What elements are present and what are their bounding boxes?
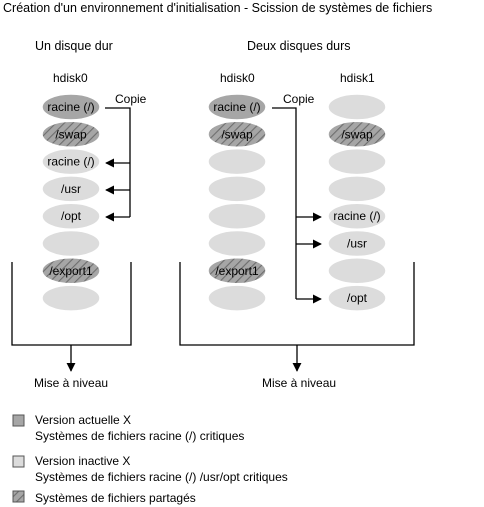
slice-current: [41, 93, 101, 121]
slice-shared: [327, 120, 387, 149]
slice-inactive: [327, 257, 387, 285]
disk-slice: /swap: [327, 120, 387, 149]
left-upgrade-box: [11, 262, 132, 372]
slice-label: racine (/): [333, 209, 380, 223]
right-disk0-label: hdisk0: [220, 71, 255, 85]
slice-label: /swap: [55, 127, 87, 141]
disk-slice: [41, 284, 101, 312]
legend: Version actuelle X Systèmes de fichiers r…: [12, 413, 288, 505]
legend-swatch-current: [12, 414, 25, 427]
disk-slice: /swap: [41, 120, 101, 149]
slice-shared: [207, 257, 267, 285]
slice-current: [207, 93, 267, 121]
slice-label: /swap: [341, 127, 373, 141]
right-hdisk1-stack: /swap racine (/) /usr/opt: [327, 93, 387, 312]
slice-label: /opt: [61, 209, 82, 223]
disk-slice: /opt: [41, 202, 101, 230]
slice-label: /swap: [221, 127, 253, 141]
slice-shared: [41, 257, 101, 285]
slice-inactive: [327, 93, 387, 121]
slice-inactive: [327, 284, 387, 312]
legend-text: Version actuelle X: [35, 413, 131, 427]
disk-slice: [327, 175, 387, 203]
slice-inactive: [207, 229, 267, 258]
disk-slice: /usr: [41, 175, 101, 203]
disk-slice: [207, 175, 267, 203]
slice-inactive: [327, 229, 387, 258]
disk-slice: [207, 229, 267, 258]
legend-item: Version inactive X Systèmes de fichiers r…: [12, 454, 288, 484]
disk-slice: /swap: [207, 120, 267, 149]
left-hdisk0-stack: racine (/) /swap racine (/) /usr/opt/export…: [41, 93, 101, 312]
slice-inactive: [41, 229, 101, 258]
slice-inactive: [327, 175, 387, 203]
legend-item: Version actuelle X Systèmes de fichiers r…: [12, 413, 244, 443]
disk-slice: [327, 147, 387, 176]
disk-slice: [327, 257, 387, 285]
slice-label: /export1: [49, 264, 93, 278]
legend-item: Systèmes de fichiers partagés: [12, 490, 196, 505]
slice-inactive: [41, 175, 101, 203]
slice-label: racine (/): [213, 100, 260, 114]
disk-slice: /opt: [327, 284, 387, 312]
left-disk-label: hdisk0: [53, 71, 88, 85]
disk-slice: racine (/): [41, 93, 101, 121]
right-hdisk0-stack: racine (/) /swap/export1: [207, 93, 267, 312]
left-panel-heading: Un disque dur: [35, 39, 113, 53]
legend-text: Systèmes de fichiers racine (/) /usr/opt…: [35, 470, 288, 484]
left-copy-connector: [105, 107, 131, 222]
disk-slice: /export1: [207, 257, 267, 285]
right-copy-label: Copie: [283, 92, 315, 106]
slice-inactive: [41, 284, 101, 312]
disk-slice: /export1: [41, 257, 101, 285]
left-upgrade-label: Mise à niveau: [34, 376, 108, 390]
disk-slice: [207, 202, 267, 230]
disk-slice: [327, 93, 387, 121]
legend-swatch-inactive: [12, 455, 25, 468]
legend-swatch-shared: [12, 490, 25, 503]
slice-shared: [207, 120, 267, 149]
disk-slice: /usr: [327, 229, 387, 258]
disk-slice: racine (/): [327, 202, 387, 230]
slice-shared: [41, 120, 101, 149]
disk-slice: racine (/): [41, 147, 101, 176]
right-copy-connector: [272, 107, 322, 304]
legend-text: Version inactive X: [35, 454, 130, 468]
diagram-title: Création d'un environnement d'initialisa…: [3, 1, 432, 15]
slice-inactive: [207, 284, 267, 312]
legend-text: Systèmes de fichiers racine (/) critique…: [35, 429, 244, 443]
right-upgrade-box: [179, 262, 415, 372]
legend-text: Systèmes de fichiers partagés: [35, 491, 196, 505]
slice-label: racine (/): [47, 100, 94, 114]
slice-label: /opt: [347, 291, 368, 305]
slice-inactive: [41, 202, 101, 230]
disk-slice: racine (/): [207, 93, 267, 121]
right-upgrade-label: Mise à niveau: [262, 376, 336, 390]
left-copy-label: Copie: [115, 92, 147, 106]
slice-label: /usr: [347, 237, 367, 251]
right-panel-heading: Deux disques durs: [247, 39, 351, 53]
slice-inactive: [327, 202, 387, 230]
slice-inactive: [207, 202, 267, 230]
slice-inactive: [327, 147, 387, 176]
slice-label: /export1: [215, 264, 259, 278]
slice-inactive: [41, 147, 101, 176]
slice-inactive: [207, 175, 267, 203]
slice-label: /usr: [61, 182, 81, 196]
right-disk1-label: hdisk1: [340, 71, 375, 85]
disk-slice: [207, 147, 267, 176]
slice-inactive: [207, 147, 267, 176]
disk-slice: [207, 284, 267, 312]
disk-slice: [41, 229, 101, 258]
slice-label: racine (/): [47, 155, 94, 169]
